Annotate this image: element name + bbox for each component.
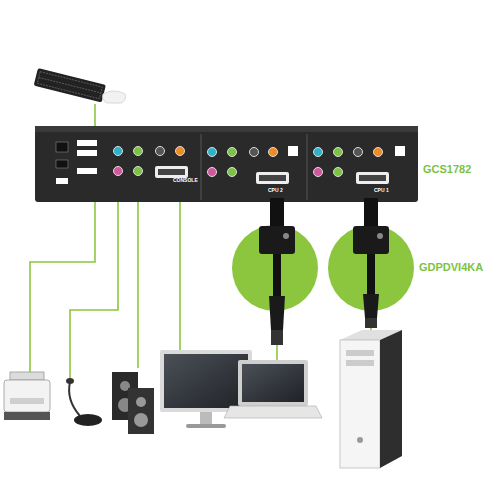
mouse bbox=[103, 91, 126, 103]
model-label: GCS1782 bbox=[423, 163, 471, 175]
section-label: CPU 2 bbox=[268, 188, 283, 194]
adapter-model: GDPDVI4KA bbox=[419, 261, 483, 273]
microphone bbox=[66, 378, 102, 426]
laptop bbox=[224, 360, 322, 418]
cpu-section: CPU 1 bbox=[351, 188, 411, 198]
section-label: CONSOLE bbox=[173, 178, 198, 184]
desktop-tower bbox=[340, 330, 402, 468]
console-section: CONSOLE bbox=[155, 178, 215, 188]
kvm-panel bbox=[35, 126, 418, 202]
kvm-switch: GCS1782CONSOLECPU 2CPU 1 bbox=[35, 130, 418, 202]
speakers bbox=[112, 372, 154, 434]
keyboard bbox=[34, 68, 106, 102]
cpu-section: CPU 2 bbox=[245, 188, 305, 198]
section-label: CPU 1 bbox=[374, 188, 389, 194]
printer bbox=[4, 372, 50, 420]
dp-dvi-adapter bbox=[259, 198, 389, 345]
